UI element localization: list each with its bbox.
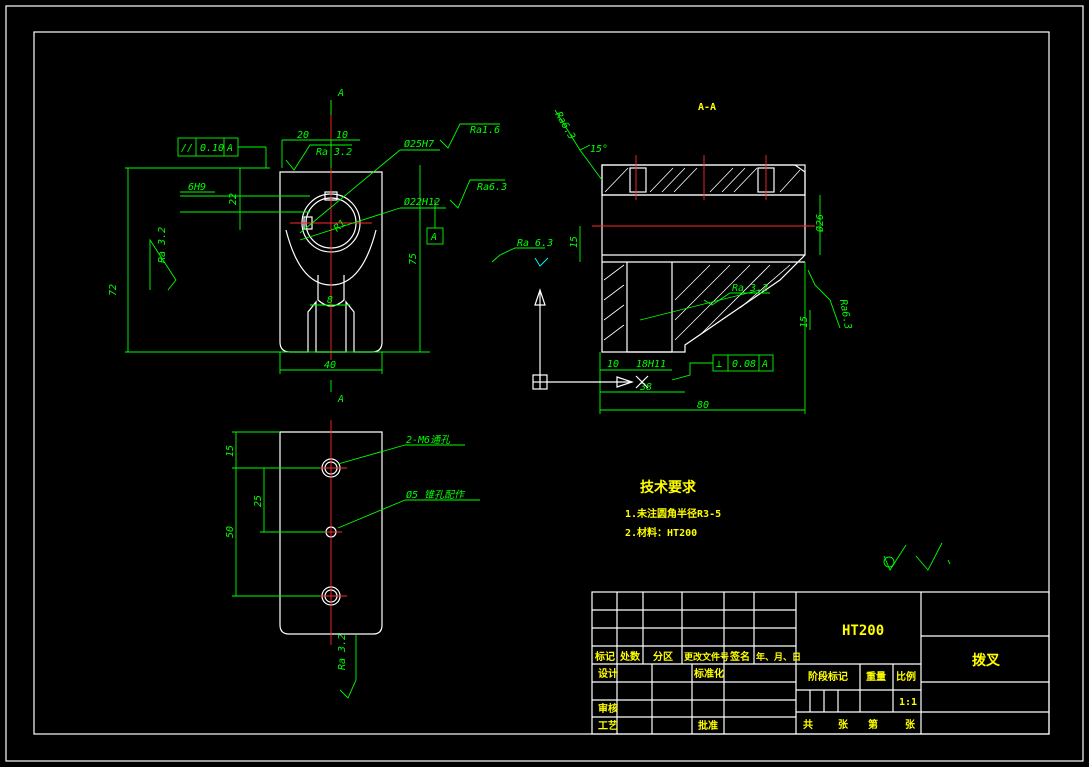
tb-scale-value: 1:1 [899,697,917,708]
dim-8: 8 [327,295,333,306]
tb-r-design: 设计 [598,667,618,680]
section-view: A-A [491,102,853,414]
tb-weight: 重量 [866,670,886,683]
datum-a-box: A [430,232,437,243]
tb-r-process: 工艺 [598,719,618,732]
title-block: HT200 拨叉 标记 处数 分区 更改文件号 签名 年、月、日 设计 标准化 … [591,591,1050,735]
general-roughness-symbol [883,542,951,571]
tb-h-sign: 签名 [729,650,750,663]
angle-15: 15° [590,144,608,155]
dia-26: Ø26 [814,214,826,232]
bottom-view: 15 25 50 2-M6通孔 Ø5 锥孔配作 Ra 3.2 [225,420,480,699]
tb-r-approve: 批准 [698,719,718,732]
tol-datum: A [226,143,233,154]
dim-75: 75 [408,253,419,265]
tol-value-section: 0.08 [732,359,756,370]
tb-h-count: 处数 [619,650,641,663]
ra-bottom: Ra 3.2 [337,634,348,670]
radius-label: R1 [332,218,348,234]
tb-sheets-total: 共 [803,718,813,731]
ra-mid-section: Ra 3.2 [732,283,768,294]
tb-sheets-no: 第 [868,718,878,731]
dim-15-bottom: 15 [225,445,236,457]
tol-symbol-parallel: // [181,143,193,154]
section-marker-top: A [337,88,344,99]
tech-req-line2: 2.材料：HT200 [625,526,697,539]
tb-stage-mark: 阶段标记 [808,670,848,683]
tb-scale-label: 比例 [896,670,916,683]
dim-80: 80 [697,400,709,411]
ra-bore1: Ra1.6 [470,125,500,136]
ra-right-section: Ra6.3 [837,299,853,331]
tb-material: HT200 [842,623,884,639]
ra-bore2: Ra6.3 [477,182,507,193]
ra-left-section: Ra 6.3 [517,238,553,249]
dim-22: 22 [228,193,239,205]
bore-22h12: Ø22H12 [404,196,440,208]
drawing-frame [5,5,1084,762]
dim-50-bottom: 50 [225,526,236,538]
tb-sheets-zhang1: 张 [838,718,849,731]
tb-h-date: 年、月、日 [756,651,801,663]
dim-25-bottom: 25 [253,495,264,507]
hatch-top [601,164,806,196]
tb-sheets-zhang2: 张 [905,718,916,731]
technical-requirements: 技术要求 1.未注圆角半径R3-5 2.材料：HT200 [625,479,721,539]
tech-req-line1: 1.未注圆角半径R3-5 [625,507,721,520]
tb-h-mark: 标记 [594,650,615,663]
tb-r-standard: 标准化 [693,667,724,680]
dim-10: 10 [336,130,348,141]
tb-h-docno: 更改文件号 [684,651,729,663]
note-taper: Ø5 锥孔配作 [406,489,466,501]
ra-top-section: Ra6.3 [552,110,577,142]
hatch-bottom [603,264,791,341]
view-direction-arrow [532,288,649,390]
front-view: A A 20 10 72 22 6H9 75 40 8 Ø25H7 Ø22H [108,88,507,405]
tech-req-title: 技术要求 [640,479,697,496]
fit-18h11: 18H11 [636,359,666,370]
note-holes: 2-M6通孔 [406,434,451,446]
tol-datum-section: A [761,359,768,370]
bore-25h7: Ø25H7 [404,138,434,150]
tb-part-name: 拨叉 [972,652,1001,669]
dim-72: 72 [108,284,119,296]
dim-38: 38 [639,382,652,393]
dim-20: 20 [297,130,309,141]
ra-left: Ra 3.2 [157,227,168,263]
dim-40: 40 [324,360,336,371]
fit-6h9: 6H9 [188,182,206,193]
tol-value: 0.10 [200,143,224,154]
dim-15-left: 15 [569,236,580,248]
tb-r-review: 审核 [598,702,618,715]
dim-15-right: 15 [799,316,810,328]
section-marker-bottom: A [337,394,344,405]
section-title: A-A [698,102,716,113]
tol-symbol-perp: ⊥ [716,359,722,370]
tb-h-zone: 分区 [653,650,673,663]
dim-10-section: 10 [607,359,619,370]
ra-top: Ra 3.2 [316,147,352,158]
